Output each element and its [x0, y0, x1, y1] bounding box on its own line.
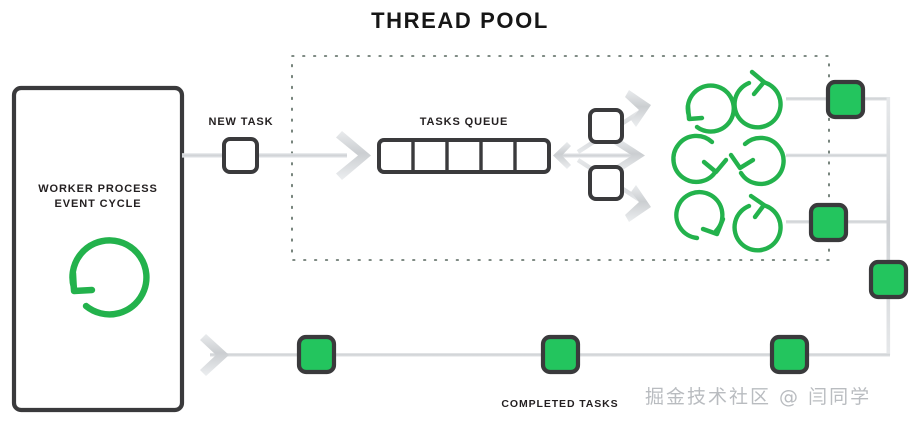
thread-spinner-icon-3: [671, 133, 729, 185]
refresh-cycle-icon: [69, 237, 150, 318]
queue-dispatch-arrow: [553, 138, 645, 173]
thread-spinner-icon-6: [732, 193, 783, 253]
thread-spinner-icon-2: [732, 69, 783, 130]
completed-task-square-icon: [769, 334, 810, 375]
new-task-square: [222, 137, 259, 174]
pending-task-square-2: [588, 165, 624, 201]
thread-spinner-icon-1: [685, 83, 736, 134]
tasks-queue: [377, 138, 551, 174]
return-arrow-head: [200, 334, 229, 376]
worker-to-queue-line: [182, 153, 347, 158]
thread-spinner-icon-4: [728, 135, 786, 187]
completed-task-square-icon: [540, 334, 581, 375]
thread-output-line-2: [786, 153, 890, 158]
completed-task-square-icon: [825, 79, 866, 120]
page-title: THREAD POOL: [371, 8, 549, 33]
completed-tasks-label: COMPLETED TASKS: [501, 398, 619, 410]
right-bus-line: [886, 97, 891, 355]
worker-process-box: [11, 85, 185, 413]
arrow-to-queue: [336, 131, 371, 180]
completed-task-square-icon: [808, 202, 849, 243]
completed-task-square-icon: [868, 259, 909, 300]
thread-spinner-icon-5: [674, 189, 726, 241]
pending-task-square-1: [588, 108, 624, 144]
watermark-text: 掘金技术社区 @ 闫同学: [645, 386, 872, 408]
completed-task-square-icon: [296, 334, 337, 375]
tasks-queue-label: TASKS QUEUE: [419, 116, 509, 128]
new-task-label: NEW TASK: [208, 116, 274, 128]
worker-process-label: WORKER PROCESS EVENT CYCLE: [38, 183, 158, 210]
